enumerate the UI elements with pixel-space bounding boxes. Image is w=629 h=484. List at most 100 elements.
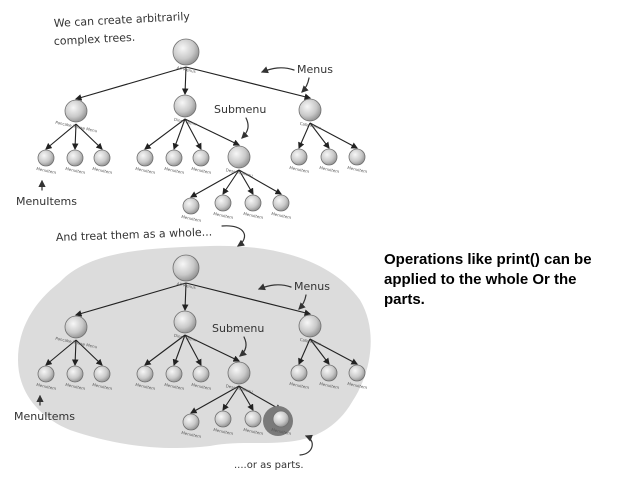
- bottom-edge-dessert-s2: [222, 385, 240, 411]
- bottom-edge-diner-d3: [184, 334, 202, 366]
- caption: Operations like print() can be applied t…: [384, 251, 592, 308]
- top-node-all: [172, 38, 200, 66]
- bottom-edge-all-cafe: [185, 282, 312, 316]
- bridge-note: And treat them as a whole...: [56, 226, 213, 244]
- bottom-node-all: [172, 254, 200, 282]
- menus-arrow-top-2: [301, 77, 310, 93]
- top-edge-diner-dessert: [184, 118, 240, 146]
- bridge-arrow: [221, 225, 246, 247]
- bottom-node-s2: [214, 410, 232, 428]
- top-node-label-c1: MenuItem: [289, 165, 310, 174]
- bottom-node-cafe: [298, 314, 322, 338]
- bottom-edge-pancake-p2: [71, 339, 79, 367]
- bottom-node-s1: [182, 413, 200, 431]
- bottom-node-label-p2: MenuItem: [65, 382, 86, 391]
- bottom-node-s4: [272, 410, 290, 428]
- top-edge-dessert-s4: [238, 169, 282, 195]
- bottom-node-label-p3: MenuItem: [92, 382, 113, 391]
- bottom-node-label-all: All Menus: [176, 281, 196, 290]
- top-edge-cafe-c3: [309, 122, 358, 149]
- top-edge-diner-d1: [144, 118, 186, 150]
- bottom-node-label-s1: MenuItem: [181, 430, 202, 439]
- top-edge-cafe-c1: [298, 122, 311, 150]
- top-node-d2: [165, 149, 183, 167]
- bottom-node-label-s2: MenuItem: [213, 427, 234, 436]
- top-note-line-2: complex trees.: [53, 31, 135, 48]
- bottom-node-p1: [37, 365, 55, 383]
- top-node-pancake: [64, 99, 88, 123]
- top-edge-cafe-c2: [309, 122, 330, 149]
- top-node-label-d2: MenuItem: [164, 166, 185, 175]
- bottom-tree-edges: [45, 282, 358, 414]
- bottom-node-c1: [290, 364, 308, 382]
- top-node-label-p1: MenuItem: [36, 166, 57, 175]
- submenu-label-top: Submenu: [214, 103, 266, 116]
- top-node-p3: [93, 149, 111, 167]
- top-node-label-s2: MenuItem: [213, 211, 234, 220]
- bottom-node-pancake: [64, 315, 88, 339]
- top-node-label-s1: MenuItem: [181, 214, 202, 223]
- bottom-edge-diner-dessert: [184, 334, 240, 362]
- top-edge-pancake-p2: [71, 123, 79, 151]
- top-node-p2: [66, 149, 84, 167]
- menus-label-top: Menus: [297, 63, 333, 76]
- bottom-node-label-p1: MenuItem: [36, 382, 57, 391]
- bottom-node-d3: [192, 365, 210, 383]
- bottom-edge-cafe-c1: [298, 338, 311, 366]
- bottom-edge-diner-d1: [144, 334, 186, 366]
- parts-arrow: [299, 434, 313, 456]
- top-edge-pancake-p3: [75, 123, 103, 150]
- top-node-s1: [182, 197, 200, 215]
- submenu-arrow-bottom: [239, 336, 247, 357]
- top-node-label-d3: MenuItem: [191, 166, 212, 175]
- menus-arrow-top: [260, 66, 295, 74]
- top-node-label-cafe: Cafe Menu: [299, 121, 321, 130]
- bottom-edge-dessert-s3: [238, 385, 254, 411]
- bottom-edge-dessert-s4: [238, 385, 282, 411]
- bottom-node-d2: [165, 365, 183, 383]
- top-node-label-all: All Menus: [176, 65, 196, 74]
- top-node-d1: [136, 149, 154, 167]
- bottom-node-label-d3: MenuItem: [191, 382, 212, 391]
- top-node-c1: [290, 148, 308, 166]
- bottom-edge-all-pancake: [74, 282, 187, 317]
- top-note-line-1: We can create arbitrarily: [53, 10, 190, 30]
- menuitems-label-top: MenuItems: [16, 195, 77, 208]
- bottom-node-diner: [173, 310, 197, 334]
- bottom-edge-dessert-s1: [190, 385, 240, 414]
- top-node-s2: [214, 194, 232, 212]
- top-node-s3: [244, 194, 262, 212]
- bottom-edge-cafe-c3: [309, 338, 358, 365]
- bottom-node-label-c3: MenuItem: [347, 381, 368, 390]
- top-node-diner: [173, 94, 197, 118]
- top-node-c2: [320, 148, 338, 166]
- top-node-label-c2: MenuItem: [319, 165, 340, 174]
- top-node-d3: [192, 149, 210, 167]
- top-node-label-s4: MenuItem: [271, 211, 292, 220]
- submenu-label-bottom: Submenu: [212, 322, 264, 335]
- bottom-edge-pancake-p1: [45, 339, 77, 366]
- bottom-node-label-cafe: Cafe Menu: [299, 337, 321, 346]
- top-tree-edges: [45, 66, 358, 198]
- bottom-node-p3: [93, 365, 111, 383]
- top-node-dessert: [227, 145, 251, 169]
- bottom-node-label-d2: MenuItem: [164, 382, 185, 391]
- top-node-c3: [348, 148, 366, 166]
- parts-note: ....or as parts.: [234, 460, 304, 471]
- top-node-label-diner: Diner Menu: [173, 117, 197, 127]
- bottom-node-label-c2: MenuItem: [319, 381, 340, 390]
- top-edge-dessert-s3: [238, 169, 254, 195]
- menus-arrow-bottom: [257, 283, 292, 291]
- bottom-node-dessert: [227, 361, 251, 385]
- top-edge-diner-d3: [184, 118, 202, 150]
- bottom-node-label-diner: Diner Menu: [173, 333, 197, 343]
- bottom-edge-cafe-c2: [309, 338, 330, 365]
- top-node-label-p2: MenuItem: [65, 166, 86, 175]
- bottom-node-p2: [66, 365, 84, 383]
- top-edge-dessert-s1: [190, 169, 240, 198]
- top-node-s4: [272, 194, 290, 212]
- bottom-node-label-d1: MenuItem: [135, 382, 156, 391]
- bottom-edge-pancake-p3: [75, 339, 103, 366]
- top-edge-dessert-s2: [222, 169, 240, 195]
